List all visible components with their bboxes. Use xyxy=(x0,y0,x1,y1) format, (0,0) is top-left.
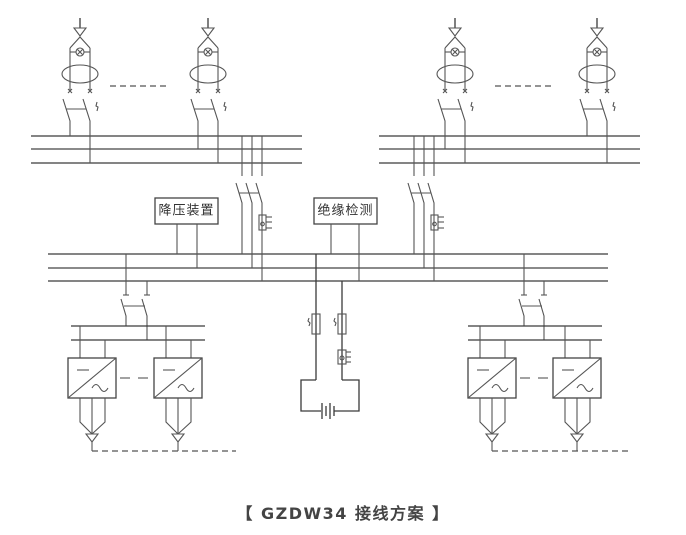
ac-input-feeder-3 xyxy=(436,18,474,163)
trip-indicator-icon xyxy=(470,101,474,112)
indicator-lamp-icon xyxy=(592,47,602,57)
indicator-lamp-icon xyxy=(203,47,213,57)
fuse-icon xyxy=(333,313,347,335)
diagram-caption: 【 GZDW34 接线方案 】 xyxy=(236,504,450,523)
output-triangle-icon xyxy=(484,433,500,443)
double-pole-breaker-icon xyxy=(62,98,91,163)
trip-indicator-icon xyxy=(612,101,616,112)
trip-indicator-icon xyxy=(223,101,227,112)
double-pole-breaker-icon xyxy=(437,98,466,163)
ammeter-shunt-icon xyxy=(258,214,272,231)
output-triangle-icon xyxy=(84,433,100,443)
ac-input-feeder-4 xyxy=(578,18,616,163)
top-left-ac-bus xyxy=(31,135,302,164)
double-pole-breaker-icon xyxy=(120,298,148,340)
insulation-monitor: 绝缘检测 xyxy=(313,197,378,281)
terminal-x-icon xyxy=(215,88,221,94)
ac-dc-rectifier-icon xyxy=(552,326,602,451)
ammeter-shunt-icon xyxy=(337,349,351,365)
ac-input-feeder-1 xyxy=(61,18,99,163)
rectifier-group-1 xyxy=(67,254,236,452)
indicator-lamp-icon xyxy=(450,47,460,57)
ac-dc-rectifier-icon xyxy=(153,326,203,451)
double-pole-breaker-icon xyxy=(190,98,219,163)
ac-input-feeder-icon xyxy=(589,27,605,37)
step-down-label: 降压装置 xyxy=(158,204,214,219)
ac-dc-rectifier-icon xyxy=(67,326,117,451)
terminal-x-icon xyxy=(462,88,468,94)
wiring-diagram: 降压装置 绝缘检测 xyxy=(31,18,640,452)
double-pole-breaker-icon xyxy=(518,298,545,340)
bus-tie-1 xyxy=(235,136,272,281)
terminal-x-icon xyxy=(87,88,93,94)
current-transformer-icon xyxy=(189,64,227,84)
insulation-monitor-label: 绝缘检测 xyxy=(317,203,373,219)
terminal-x-icon xyxy=(584,88,590,94)
terminal-x-icon xyxy=(195,88,201,94)
rectifier-group-2 xyxy=(467,254,632,452)
ac-dc-rectifier-icon xyxy=(467,326,517,451)
main-dc-bus xyxy=(48,253,608,282)
double-pole-breaker-icon xyxy=(579,98,608,163)
current-transformer-icon xyxy=(578,64,616,84)
current-transformer-icon xyxy=(436,64,474,84)
ammeter-shunt-icon xyxy=(430,214,444,231)
ac-input-feeder-icon xyxy=(72,27,88,37)
terminal-x-icon xyxy=(604,88,610,94)
output-triangle-icon xyxy=(170,433,186,443)
top-right-ac-bus xyxy=(379,135,640,164)
step-down-device: 降压装置 xyxy=(154,197,219,268)
ac-input-feeder-icon xyxy=(200,27,216,37)
output-triangle-icon xyxy=(569,433,585,443)
indicator-lamp-icon xyxy=(75,47,85,57)
ac-input-feeder-2 xyxy=(189,18,227,163)
battery-branch xyxy=(300,254,360,419)
trip-indicator-icon xyxy=(95,101,99,112)
current-transformer-icon xyxy=(61,64,99,84)
bus-tie-2 xyxy=(407,136,444,281)
ac-input-feeder-icon xyxy=(447,27,463,37)
battery-icon xyxy=(321,403,335,419)
terminal-x-icon xyxy=(442,88,448,94)
fuse-icon xyxy=(307,313,321,335)
terminal-x-icon xyxy=(67,88,73,94)
